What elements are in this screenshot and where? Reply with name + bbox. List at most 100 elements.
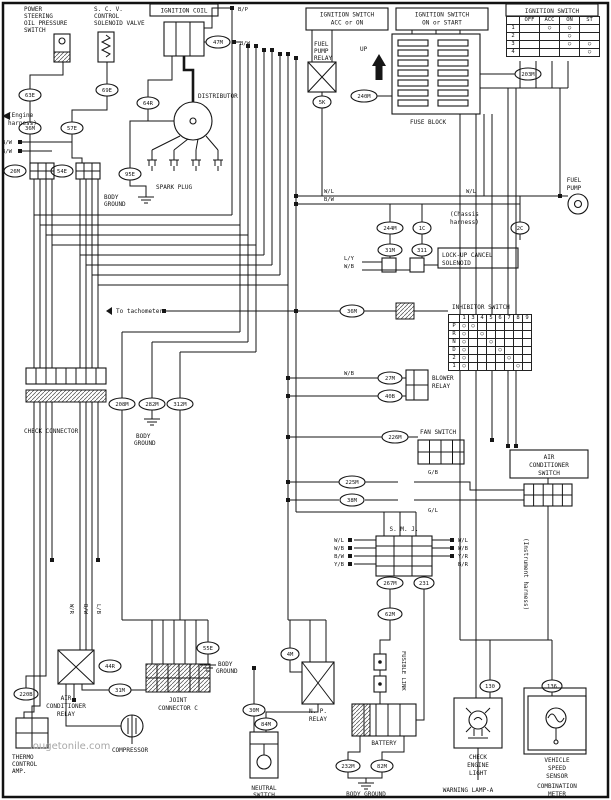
lockup-solenoid-symbol xyxy=(381,247,519,273)
svg-text:282M: 282M xyxy=(145,402,159,408)
wire-label-bw: B/W xyxy=(334,554,345,560)
label-ac-relay-2: CONDITIONER xyxy=(46,703,86,710)
label-fuel-pump-1: FUEL xyxy=(567,177,582,184)
connector-38M: 38M xyxy=(339,493,365,507)
wire-label-br: B/R xyxy=(458,562,469,568)
label-body-ground-4: BODY GROUND xyxy=(346,791,386,798)
label-speed-sensor-1: VEHICLE xyxy=(544,757,570,764)
ac-switch-symbol xyxy=(509,449,589,507)
connector-64R: 64R xyxy=(136,96,160,110)
connector-282M: 282M xyxy=(138,397,166,411)
svg-text:244M: 244M xyxy=(383,226,397,232)
label-check-connector: CHECK CONNECTOR xyxy=(24,428,79,435)
label-body-ground-1a: BODY xyxy=(104,194,119,201)
label-joint-connector-2: CONNECTOR C xyxy=(158,705,198,712)
label-body-ground-2b: GROUND xyxy=(134,440,156,447)
connector-136: 136 xyxy=(541,679,563,693)
svg-text:47M: 47M xyxy=(213,40,224,46)
oil-pressure-switch-symbol xyxy=(53,33,71,63)
connector-47M: 47M xyxy=(205,35,231,49)
connector-31M-b: 31M xyxy=(108,683,132,697)
svg-text:31M: 31M xyxy=(385,248,396,254)
label-body-ground-3b: GROUND xyxy=(216,668,238,675)
distributor-symbol xyxy=(173,101,213,141)
label-smj: S. M. J. xyxy=(390,526,419,533)
ground-icon xyxy=(357,777,375,790)
label-blower-1: BLOWER xyxy=(432,375,454,382)
label-scv-2: CONTROL xyxy=(94,13,120,20)
svg-text:5K: 5K xyxy=(319,100,326,106)
label-body-ground-2a: BODY xyxy=(136,433,151,440)
label-body-ground-3a: BODY xyxy=(218,661,233,668)
label-spark-plug: SPARK PLUG xyxy=(156,184,193,191)
svg-text:84M: 84M xyxy=(261,722,272,728)
label-body-ground-1b: GROUND xyxy=(104,201,126,208)
engine-harness-connectors xyxy=(29,162,101,180)
wire-label-bw: B/W xyxy=(82,604,88,615)
wire-label-wb: W/B xyxy=(344,371,355,377)
label-np-relay-2: RELAY xyxy=(309,716,327,723)
connector-226M: 226M xyxy=(381,430,409,444)
wire-label-wl: W/L xyxy=(458,538,469,544)
connector-63E: 63E xyxy=(18,88,42,102)
label-ac-switch-1: AIR xyxy=(544,454,555,461)
svg-text:40B: 40B xyxy=(385,394,396,400)
label-warning-lamp: WARNING LAMP-A xyxy=(443,787,494,794)
label-lockup-2: SOLENOID xyxy=(442,260,471,267)
label-np-relay-1: N. P. xyxy=(309,708,327,715)
wire-label-yr: Y/R xyxy=(458,554,469,560)
label-compressor: COMPRESSOR xyxy=(112,747,149,754)
connector-36M-b: 36M xyxy=(339,304,365,318)
label-ign-on-1: IGNITION SWITCH xyxy=(415,12,470,19)
label-engine-harness-1: (Engine xyxy=(8,112,34,119)
high-tension-lead xyxy=(182,56,195,102)
svg-text:240M: 240M xyxy=(357,94,371,100)
label-power-steering-2: STEERING xyxy=(24,13,53,20)
fusible-link-symbol xyxy=(373,653,387,693)
label-chassis-harness-2: harness) xyxy=(450,219,479,226)
label-fuse-block: FUSE BLOCK xyxy=(410,119,447,126)
svg-text:130: 130 xyxy=(485,684,495,690)
svg-text:30M: 30M xyxy=(249,708,260,714)
svg-text:38M: 38M xyxy=(347,498,358,504)
connector-84M: 84M xyxy=(254,717,278,731)
wire-label-gb: G/B xyxy=(428,470,439,476)
connector-69E: 69E xyxy=(95,83,119,97)
wiring-lines xyxy=(2,6,569,780)
svg-text:26M: 26M xyxy=(10,169,21,175)
svg-text:27M: 27M xyxy=(385,376,396,382)
connector-55E: 55E xyxy=(196,641,220,655)
connector-82M: 82M xyxy=(370,759,394,773)
label-fp-relay-2: PUMP xyxy=(314,48,329,55)
label-neutral-2: SWITCH xyxy=(253,792,275,799)
ground-icon xyxy=(137,191,155,204)
label-check-engine-3: LIGHT xyxy=(469,770,487,777)
wire-label-wb: W/B xyxy=(334,546,345,552)
svg-text:220B: 220B xyxy=(19,692,33,698)
label-check-engine-2: ENGINE xyxy=(467,762,489,769)
fuel-pump-motor-symbol xyxy=(567,193,589,215)
label-tachometer: To tachometer xyxy=(116,308,163,315)
speed-sensor-symbol xyxy=(523,687,587,755)
compressor-symbol xyxy=(120,714,144,738)
connector-ovals: 47M 63E 69E 64R 36M 57E 26M 54E 95E 5K 2… xyxy=(3,35,563,773)
label-fp-relay-1: FUEL xyxy=(314,41,329,48)
label-instrument-harness: (Instrument harness) xyxy=(522,538,529,610)
label-thermo-3: AMP. xyxy=(12,768,26,775)
ignition-switch-acc-box xyxy=(305,7,389,31)
wire-label-bw: B/W xyxy=(324,197,335,203)
svg-text:54E: 54E xyxy=(57,169,67,175)
connector-5K: 5K xyxy=(312,95,332,109)
connector-40B: 40B xyxy=(377,389,403,403)
blower-relay-symbol xyxy=(405,369,429,401)
connector-26M: 26M xyxy=(3,164,27,178)
ignition-coil-symbol xyxy=(149,3,219,57)
label-speed-sensor-2: SPEED xyxy=(548,765,566,772)
label-thermo-1: THERMO xyxy=(12,754,34,761)
wire-color-labels: B/P B/W B/W B/W W/L W/L B/W L/Y W/B W/B … xyxy=(2,7,477,615)
connector-203M: 203M xyxy=(514,67,542,81)
label-combination-meter-2: METER xyxy=(548,791,566,798)
